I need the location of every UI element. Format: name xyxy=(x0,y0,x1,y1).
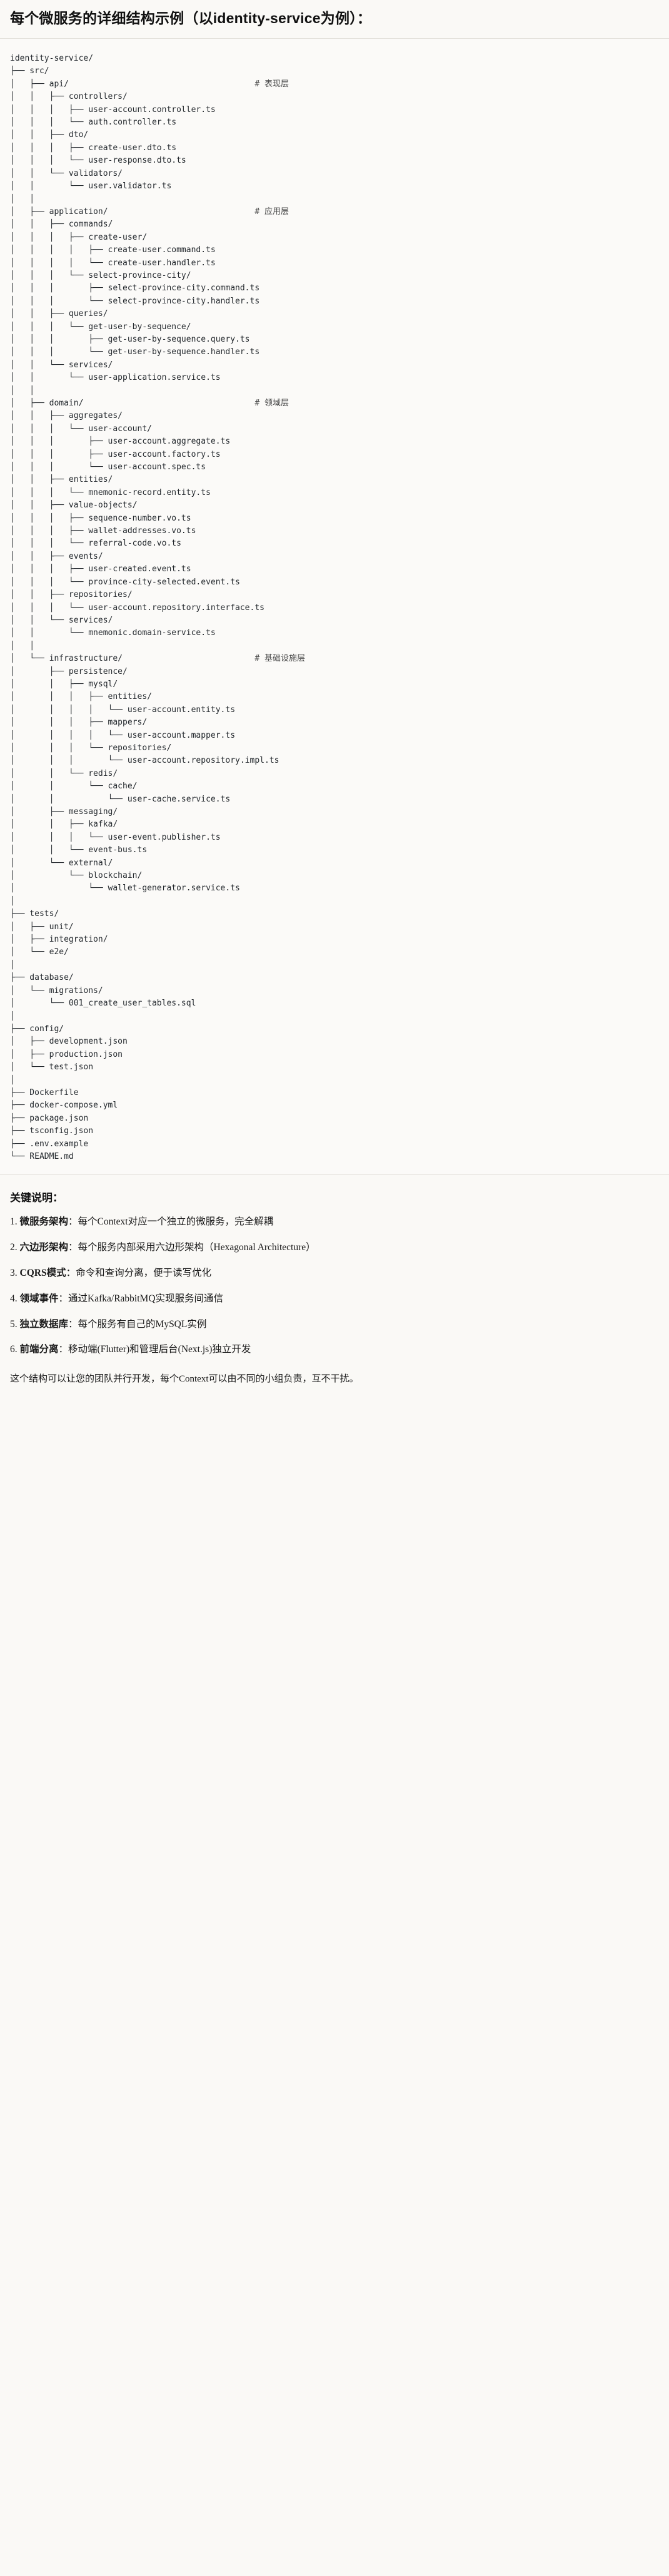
key-point-number: 4. xyxy=(10,1293,20,1304)
tree-comment: # 应用层 xyxy=(254,206,289,216)
key-point-number: 1. xyxy=(10,1216,20,1228)
key-point-description: 命令和查询分离，便于读写优化 xyxy=(76,1267,212,1278)
directory-tree-block: identity-service/ ├── src/ │ ├── api/ # … xyxy=(0,39,669,1175)
key-point-description: 移动端(Flutter)和管理后台(Next.js)独立开发 xyxy=(68,1344,251,1355)
key-point-separator: ： xyxy=(58,1293,69,1304)
key-point-description: 每个服务内部采用六边形架构（Hexagonal Architecture） xyxy=(78,1242,316,1253)
heading-divider xyxy=(0,38,669,39)
key-point-item: 6. 前端分离：移动端(Flutter)和管理后台(Next.js)独立开发 xyxy=(10,1342,659,1358)
key-point-description: 通过Kafka/RabbitMQ实现服务间通信 xyxy=(68,1293,224,1304)
key-point-description: 每个Context对应一个独立的微服务，完全解耦 xyxy=(78,1216,274,1228)
key-point-separator: ： xyxy=(68,1318,78,1330)
tree-comment: # 领域层 xyxy=(254,399,289,409)
key-point-separator: ： xyxy=(68,1216,78,1228)
key-point-item: 3. CQRS模式：命令和查询分离，便于读写优化 xyxy=(10,1266,659,1281)
key-point-separator: ： xyxy=(68,1242,78,1253)
closing-paragraph: 这个结构可以让您的团队并行开发，每个Context可以由不同的小组负责，互不干扰… xyxy=(10,1374,359,1385)
key-point-term: 前端分离 xyxy=(19,1344,59,1355)
key-point-term: 微服务架构 xyxy=(19,1216,69,1228)
key-point-number: 6. xyxy=(10,1344,20,1355)
key-point-item: 2. 六边形架构：每个服务内部采用六边形架构（Hexagonal Archite… xyxy=(10,1240,659,1256)
directory-tree[interactable]: identity-service/ ├── src/ │ ├── api/ # … xyxy=(10,54,305,1161)
tree-comment: # 基础设施层 xyxy=(254,654,305,664)
key-point-number: 5. xyxy=(10,1318,20,1330)
key-point-term: 六边形架构 xyxy=(19,1242,69,1253)
page-root: 每个微服务的详细结构示例（以identity-service为例）： ident… xyxy=(0,10,669,1403)
key-point-number: 3. xyxy=(10,1267,20,1278)
page-title: 每个微服务的详细结构示例（以identity-service为例）： xyxy=(10,10,372,26)
keys-divider xyxy=(0,1174,669,1176)
key-point-item: 5. 独立数据库：每个服务有自己的MySQL实例 xyxy=(10,1317,659,1333)
key-point-separator: ： xyxy=(58,1344,69,1355)
key-point-term: 独立数据库 xyxy=(19,1318,69,1330)
key-point-term: 领域事件 xyxy=(19,1293,59,1304)
tree-comment: # 表现层 xyxy=(254,79,289,89)
key-point-separator: ： xyxy=(66,1267,76,1278)
key-point-item: 4. 领域事件：通过Kafka/RabbitMQ实现服务间通信 xyxy=(10,1291,659,1307)
key-point-description: 每个服务有自己的MySQL实例 xyxy=(78,1318,207,1330)
key-point-item: 1. 微服务架构：每个Context对应一个独立的微服务，完全解耦 xyxy=(10,1214,659,1230)
key-point-number: 2. xyxy=(10,1242,20,1253)
key-points-title: 关键说明： xyxy=(10,1192,63,1204)
key-point-term: CQRS模式 xyxy=(19,1267,66,1278)
